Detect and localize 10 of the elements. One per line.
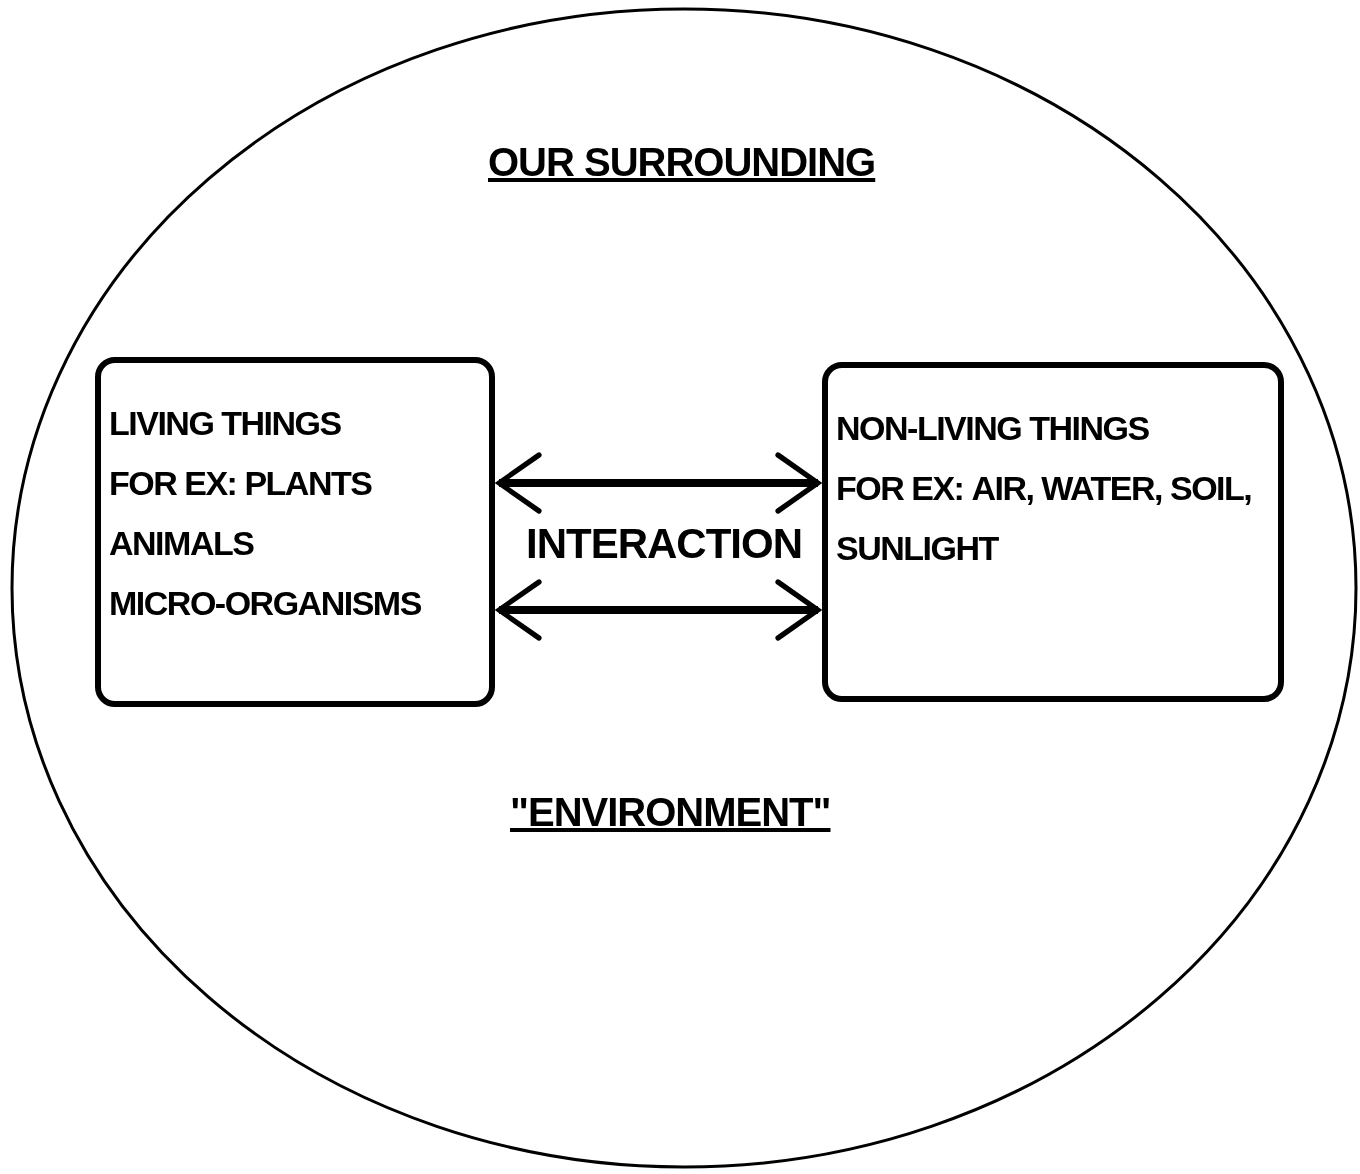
box-heading: LIVING THINGS: [109, 403, 342, 444]
box-text: FOR EX: PLANTS ANIMALS MICRO-ORGANISMS: [109, 463, 422, 624]
category-box: [95, 357, 495, 707]
box-text: FOR EX: AIR, WATER, SOIL, SUNLIGHT: [836, 468, 1253, 569]
box-heading: NON-LIVING THINGS: [836, 408, 1150, 449]
region-title: OUR SURROUNDING: [488, 140, 876, 185]
double-arrow: [496, 452, 821, 514]
category-box: [822, 362, 1284, 702]
double-arrow: [496, 579, 821, 641]
region-title: "ENVIRONMENT": [510, 790, 831, 835]
